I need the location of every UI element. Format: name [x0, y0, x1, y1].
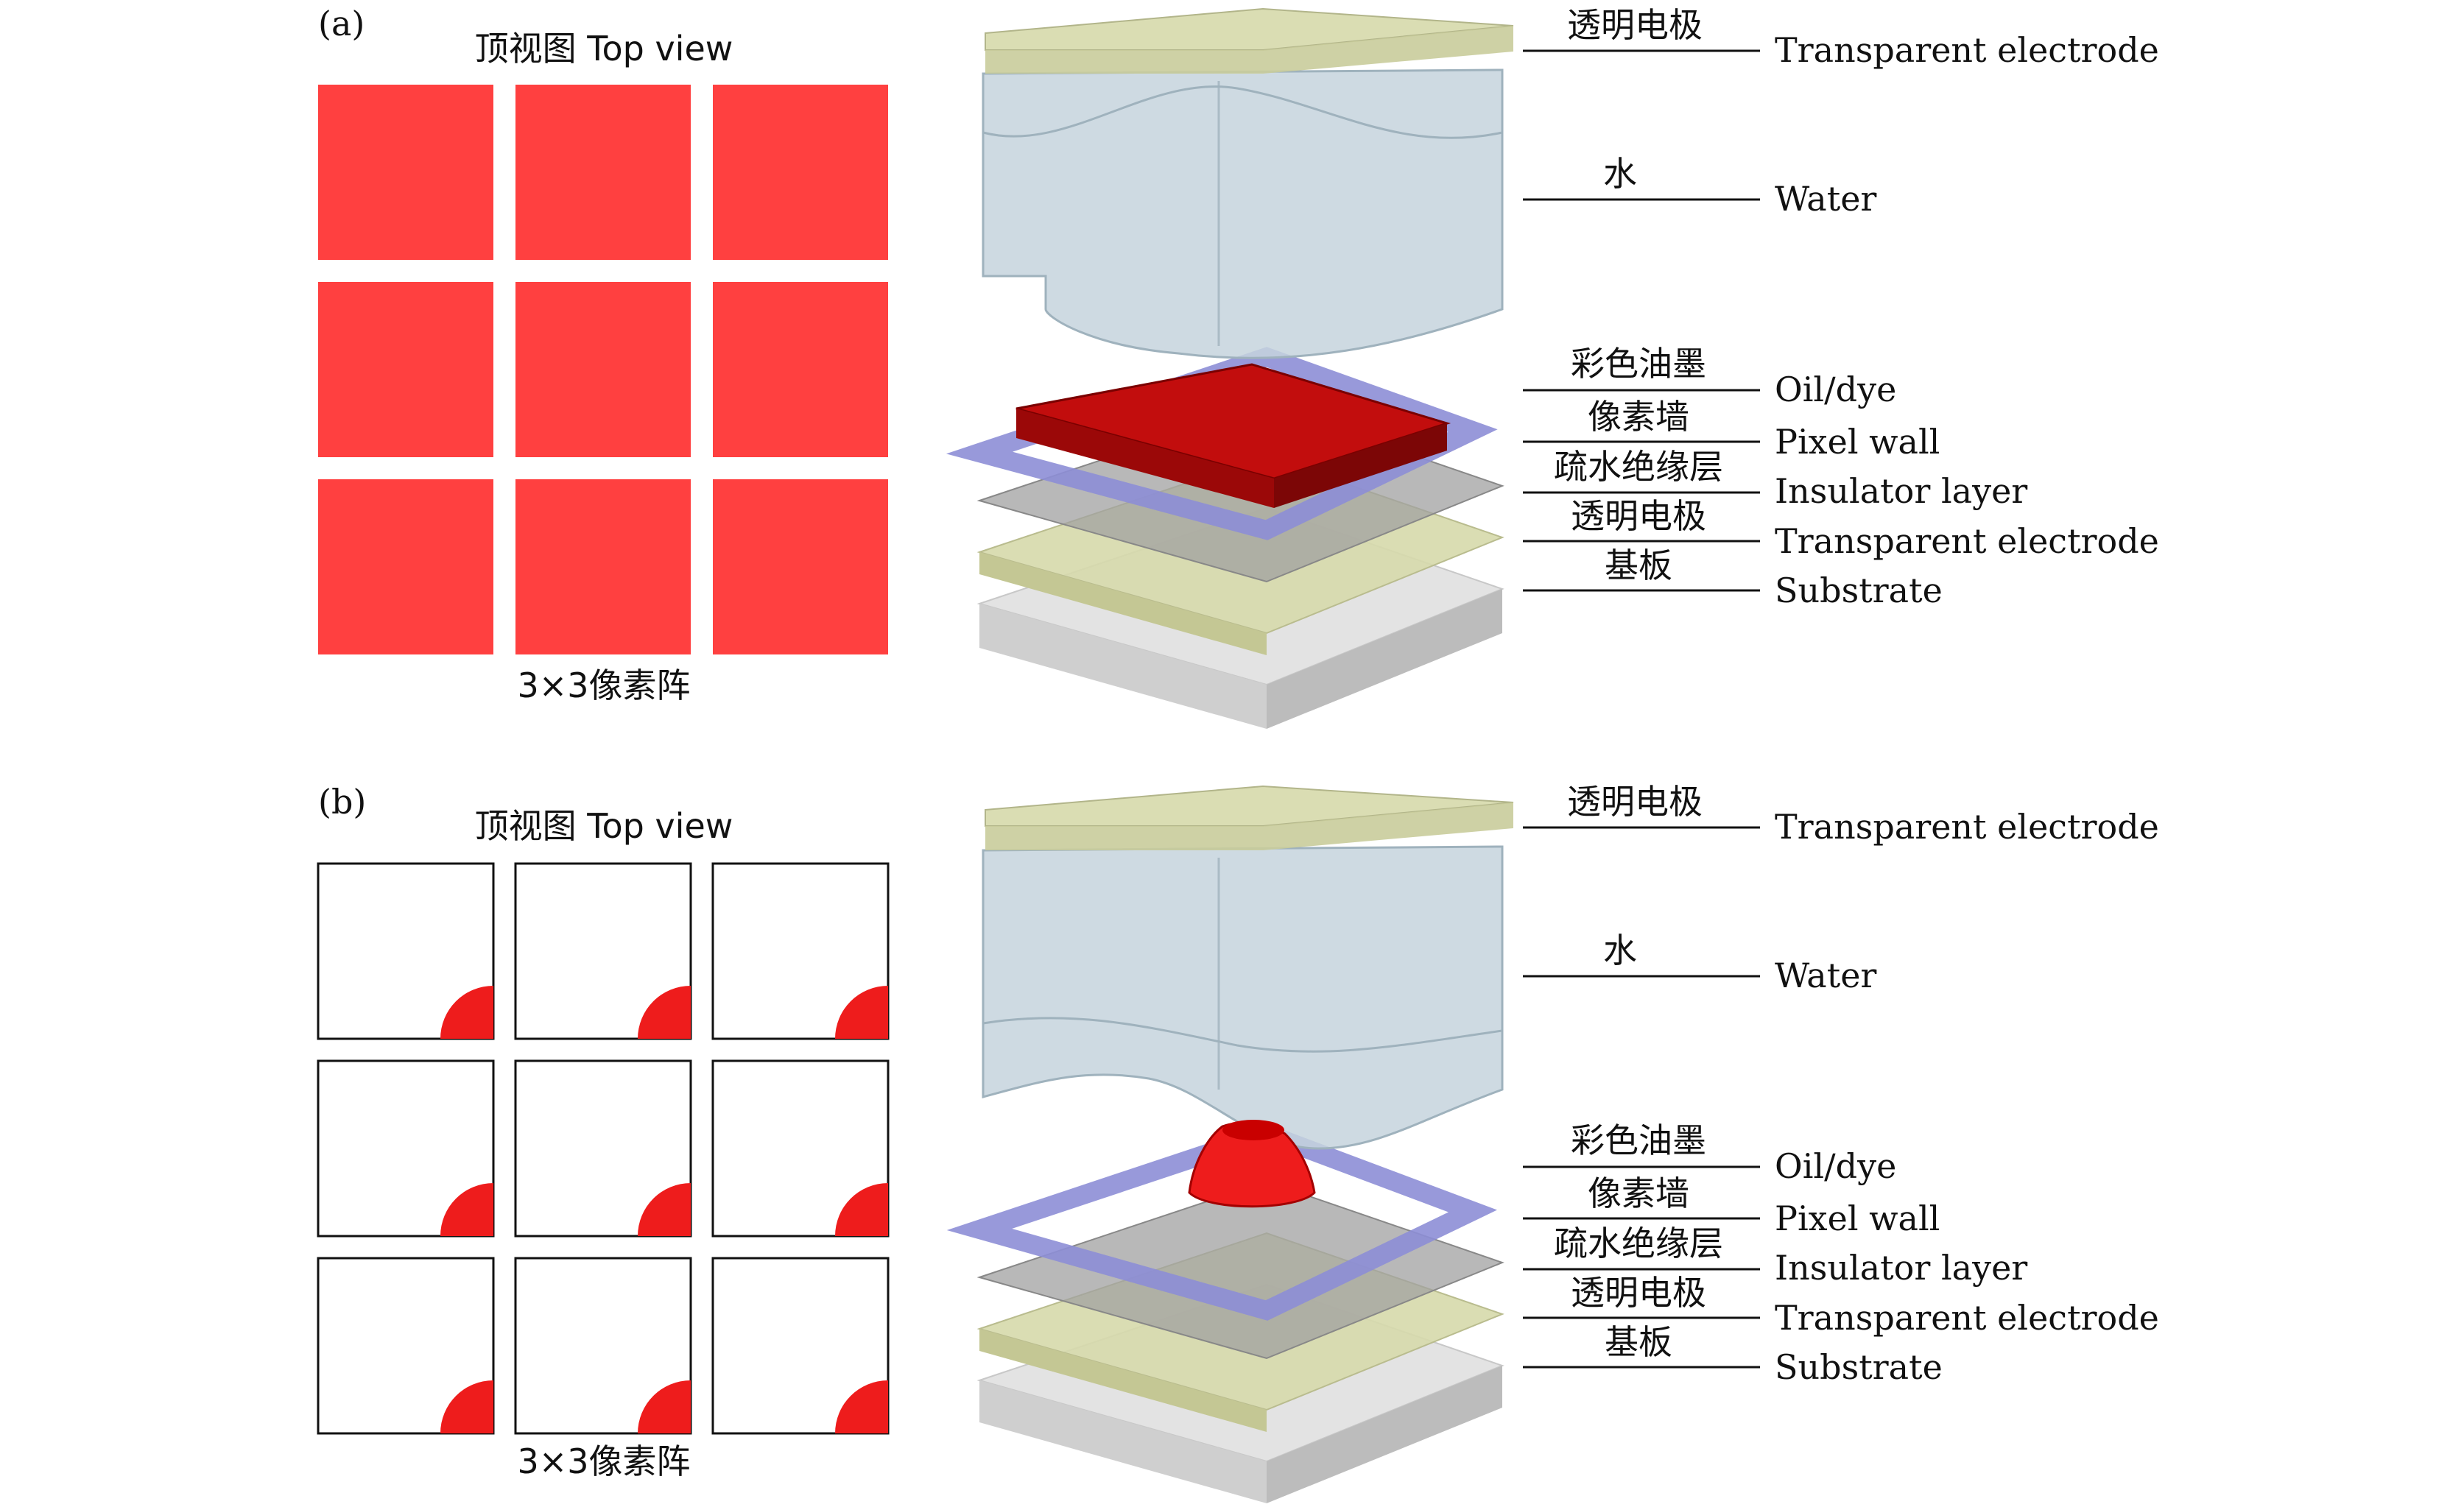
- callout-zh-a-5: 疏水绝缘层: [1554, 447, 1723, 487]
- water-volume-b: [982, 845, 1504, 1150]
- oil-droplet-b-4: [440, 1183, 493, 1236]
- pixel-a-9: [713, 479, 888, 654]
- panel-label-b: (b): [318, 782, 366, 822]
- top-view-title-b: 顶视图 Top view: [475, 806, 733, 846]
- substrate-side-right-a: [1267, 589, 1502, 729]
- pixel-b-5: [514, 1059, 692, 1238]
- callout-en-b-3: Oil/dye: [1775, 1146, 1896, 1186]
- pixel-b-1: [317, 862, 495, 1040]
- callout-zh-b-2: 水: [1603, 931, 1637, 970]
- oil-droplet-b-7: [440, 1380, 493, 1433]
- pixel-a-6: [713, 282, 888, 457]
- oil-droplet-b-9: [835, 1380, 888, 1433]
- pixel-grid-b: [317, 862, 890, 1435]
- pixel-b-9: [711, 1257, 890, 1435]
- pixel-a-5: [515, 282, 691, 457]
- oil-droplet-top-b: [1222, 1120, 1284, 1140]
- pixel-a-4: [318, 282, 493, 457]
- callout-zh-b-6: 透明电极: [1571, 1273, 1706, 1313]
- pixel-a-7: [318, 479, 493, 654]
- oil-droplet-3d-b: [1188, 1121, 1316, 1208]
- pixel-a-2: [515, 85, 691, 260]
- oil-droplet-b-5: [638, 1183, 691, 1236]
- oil-droplet-b-2: [638, 986, 691, 1039]
- oil-droplet-b-8: [638, 1380, 691, 1433]
- pixel-b-7: [317, 1257, 495, 1435]
- callout-zh-a-6: 透明电极: [1571, 496, 1706, 536]
- pixel-wall-b: [946, 1123, 1498, 1321]
- pixel-b-6: [711, 1059, 890, 1238]
- callout-en-a-3: Oil/dye: [1775, 370, 1896, 409]
- panel-label-a: (a): [318, 4, 365, 43]
- panel-b: (b) 顶视图 Top view: [317, 782, 2159, 1503]
- pixel-b-3: [711, 862, 890, 1040]
- pixel-a-8: [515, 479, 691, 654]
- callout-zh-a-2: 水: [1603, 154, 1637, 194]
- callout-en-a-4: Pixel wall: [1775, 422, 1940, 462]
- substrate-side-a: [979, 604, 1267, 729]
- callout-en-b-5: Insulator layer: [1775, 1248, 2027, 1288]
- bottom-electrode-side-a: [979, 552, 1267, 655]
- callout-zh-b-7: 基板: [1605, 1322, 1672, 1362]
- pixel-b-4: [317, 1059, 495, 1238]
- oil-film-side-right-a: [1274, 423, 1447, 508]
- substrate-side-b: [979, 1380, 1267, 1503]
- callouts-a: 透明电极 Transparent electrode 水 Water 彩色油墨 …: [1523, 5, 2159, 610]
- oil-film-side-a: [1016, 409, 1274, 508]
- oil-droplet-b-3: [835, 986, 888, 1039]
- substrate-side-right-b: [1267, 1366, 1502, 1503]
- callout-en-b-7: Substrate: [1775, 1347, 1943, 1387]
- bottom-electrode-side-b: [979, 1329, 1267, 1432]
- water-wave-b: [982, 1017, 1503, 1053]
- callout-en-a-2: Water: [1775, 179, 1876, 219]
- panel-a: (a) 顶视图 Top view 3×3像素阵: [318, 4, 2159, 729]
- pixel-grid-a: [318, 85, 888, 654]
- stack-3d-b: [946, 785, 1514, 1503]
- top-electrode-side-a: [985, 26, 1513, 74]
- callout-en-a-5: Insulator layer: [1775, 471, 2027, 511]
- water-volume-a: [982, 68, 1504, 359]
- callout-zh-a-7: 基板: [1605, 546, 1672, 585]
- pixel-b-2: [514, 862, 692, 1040]
- oil-droplet-b-1: [440, 986, 493, 1039]
- water-wave-a: [982, 85, 1503, 139]
- top-view-title-a: 顶视图 Top view: [475, 29, 733, 68]
- callout-en-b-1: Transparent electrode: [1775, 807, 2159, 847]
- callout-en-a-6: Transparent electrode: [1775, 521, 2159, 561]
- stack-3d-a: [946, 7, 1514, 729]
- insulator-layer-b: [976, 1180, 1504, 1360]
- oil-droplet-b-6: [835, 1183, 888, 1236]
- callout-en-b-4: Pixel wall: [1775, 1199, 1940, 1238]
- pixel-a-3: [713, 85, 888, 260]
- callout-zh-b-3: 彩色油墨: [1571, 1120, 1706, 1160]
- callout-zh-a-1: 透明电极: [1567, 5, 1703, 45]
- pixel-b-8: [514, 1257, 692, 1435]
- callout-zh-b-4: 像素墙: [1588, 1174, 1689, 1213]
- callout-zh-a-3: 彩色油墨: [1571, 344, 1706, 384]
- callout-en-a-7: Substrate: [1775, 571, 1943, 610]
- callouts-b: 透明电极 Transparent electrode 水 Water 彩色油墨 …: [1523, 782, 2159, 1387]
- top-electrode-side-b: [985, 802, 1513, 850]
- pixel-a-1: [318, 85, 493, 260]
- callout-zh-b-5: 疏水绝缘层: [1554, 1224, 1723, 1263]
- callout-zh-a-4: 像素墙: [1588, 397, 1689, 437]
- array-caption-b: 3×3像素阵: [517, 1441, 690, 1481]
- array-caption-a: 3×3像素阵: [517, 666, 690, 705]
- callout-zh-b-1: 透明电极: [1567, 782, 1703, 822]
- callout-en-b-6: Transparent electrode: [1775, 1298, 2159, 1338]
- callout-en-b-2: Water: [1775, 956, 1876, 995]
- callout-en-a-1: Transparent electrode: [1775, 30, 2159, 70]
